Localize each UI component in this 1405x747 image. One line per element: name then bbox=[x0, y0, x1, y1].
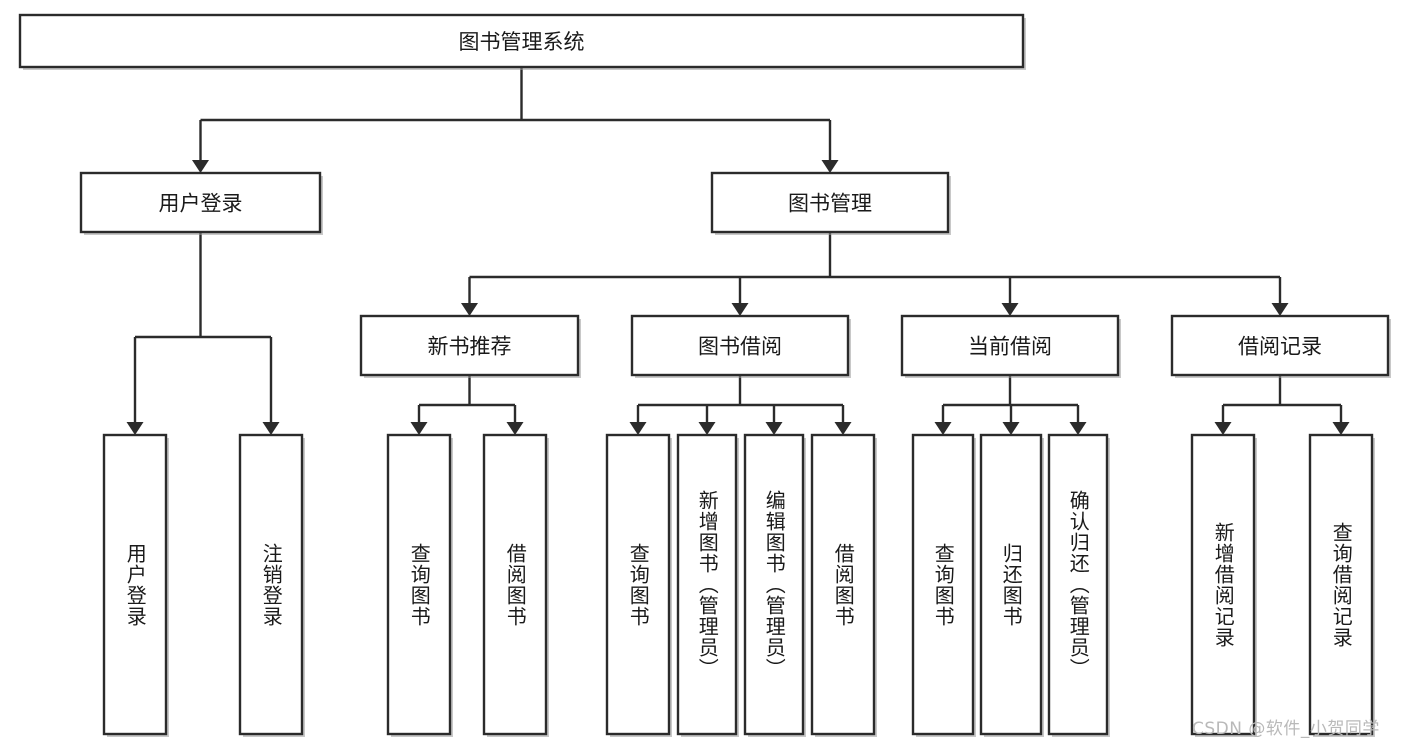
node-box-leaf-query-record[interactable] bbox=[1308, 433, 1374, 736]
arrow-head-leaf-borrow-book-1 bbox=[506, 422, 524, 435]
arrow-head-book-borrow bbox=[731, 303, 749, 316]
node-box-root[interactable] bbox=[18, 13, 1025, 69]
arrow-head-leaf-query-book-3 bbox=[934, 422, 952, 435]
arrow-head-leaf-add-record bbox=[1214, 422, 1232, 435]
node-label-book-borrow: 图书借阅 bbox=[698, 335, 782, 359]
nodes-layer bbox=[18, 13, 1391, 737]
node-label-user-login: 用户登录 bbox=[159, 192, 243, 216]
arrow-head-borrow-record bbox=[1271, 303, 1289, 316]
node-label-current-borrow: 当前借阅 bbox=[968, 335, 1052, 359]
node-label-borrow-record: 借阅记录 bbox=[1238, 335, 1322, 359]
arrow-head-leaf-borrow-book-2 bbox=[834, 422, 852, 435]
node-box-leaf-query-book-3[interactable] bbox=[911, 433, 975, 736]
node-box-new-book-rec[interactable] bbox=[359, 314, 580, 377]
node-box-leaf-add-book[interactable] bbox=[676, 433, 738, 736]
node-box-leaf-user-login[interactable] bbox=[102, 433, 168, 736]
arrow-head-leaf-edit-book bbox=[765, 422, 783, 435]
node-box-leaf-user-logout[interactable] bbox=[238, 433, 304, 736]
arrow-head-new-book-rec bbox=[461, 303, 478, 316]
node-box-leaf-confirm-return[interactable] bbox=[1047, 433, 1109, 736]
arrow-head-user-login bbox=[192, 160, 209, 173]
node-label-book-manage: 图书管理 bbox=[788, 192, 872, 216]
node-box-leaf-edit-book[interactable] bbox=[743, 433, 805, 736]
node-box-leaf-query-book-2[interactable] bbox=[605, 433, 671, 736]
node-label-new-book-rec: 新书推荐 bbox=[428, 335, 512, 359]
node-box-user-login[interactable] bbox=[79, 171, 322, 234]
connectors-layer bbox=[126, 67, 1350, 435]
arrow-head-leaf-query-book-1 bbox=[410, 422, 428, 435]
node-box-current-borrow[interactable] bbox=[900, 314, 1120, 377]
csdn-watermark: CSDN @软件_小贺同学 bbox=[1192, 719, 1380, 739]
arrow-head-leaf-user-logout bbox=[262, 422, 280, 435]
arrow-head-current-borrow bbox=[1001, 303, 1019, 316]
node-box-book-borrow[interactable] bbox=[630, 314, 850, 377]
node-box-leaf-borrow-book-1[interactable] bbox=[482, 433, 548, 736]
node-box-leaf-query-book-1[interactable] bbox=[386, 433, 452, 736]
arrow-head-leaf-user-login bbox=[126, 422, 144, 435]
node-box-leaf-return-book[interactable] bbox=[979, 433, 1043, 736]
node-box-leaf-add-record[interactable] bbox=[1190, 433, 1256, 736]
node-box-borrow-record[interactable] bbox=[1170, 314, 1390, 377]
arrow-head-leaf-query-record bbox=[1332, 422, 1350, 435]
arrow-head-leaf-query-book-2 bbox=[629, 422, 647, 435]
node-box-leaf-borrow-book-2[interactable] bbox=[810, 433, 876, 736]
node-box-book-manage[interactable] bbox=[710, 171, 950, 234]
arrow-head-leaf-return-book bbox=[1002, 422, 1020, 435]
arrow-head-book-manage bbox=[821, 160, 839, 173]
node-label-root: 图书管理系统 bbox=[459, 30, 585, 54]
arrow-head-leaf-add-book bbox=[698, 422, 716, 435]
arrow-head-leaf-confirm-return bbox=[1069, 422, 1087, 435]
